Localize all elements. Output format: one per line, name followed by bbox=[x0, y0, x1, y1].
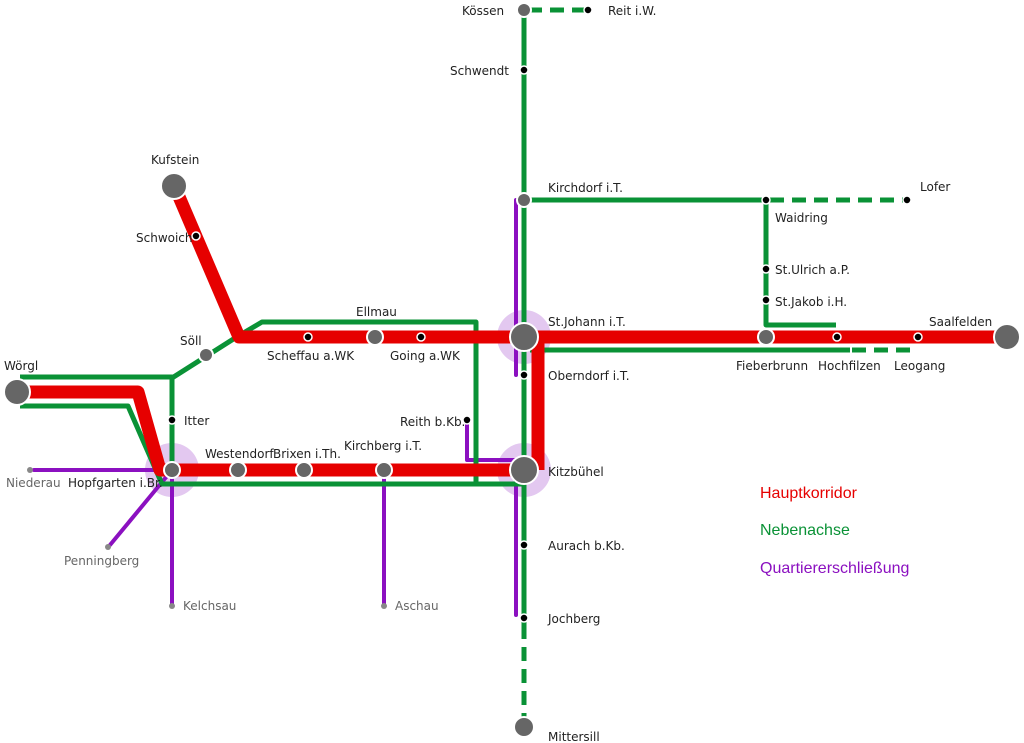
station-waidring[interactable] bbox=[761, 195, 771, 205]
station-aurach[interactable] bbox=[519, 540, 529, 550]
label-niederau: Niederau bbox=[6, 476, 61, 490]
label-penningberg: Penningberg bbox=[64, 554, 139, 568]
label-ellmau: Ellmau bbox=[356, 305, 397, 319]
label-schwendt: Schwendt bbox=[450, 64, 509, 78]
label-westendorf: Westendorf bbox=[205, 447, 274, 461]
label-fieberbrunn: Fieberbrunn bbox=[736, 359, 808, 373]
main-woergl-kitzbuehel bbox=[18, 385, 524, 477]
station-aschau[interactable] bbox=[381, 603, 387, 609]
station-lofer[interactable] bbox=[902, 195, 912, 205]
station-oberndorf[interactable] bbox=[519, 370, 529, 380]
station-niederau[interactable] bbox=[27, 467, 33, 473]
legend-secondary: Nebenachse bbox=[760, 522, 850, 539]
station-westendorf[interactable] bbox=[229, 461, 247, 479]
label-hochfilzen: Hochfilzen bbox=[818, 359, 881, 373]
legend-local: Quartiererschließung bbox=[760, 560, 909, 577]
station-labels: Kössen Reit i.W. Schwendt Kirchdorf i.T.… bbox=[4, 4, 992, 743]
station-reith[interactable] bbox=[462, 415, 472, 425]
sec-woergl-upper bbox=[20, 374, 175, 470]
station-reit[interactable] bbox=[583, 5, 593, 15]
legend-main: Hauptkorridor bbox=[760, 485, 858, 502]
label-reit: Reit i.W. bbox=[608, 4, 657, 18]
label-st-ulrich: St.Ulrich a.P. bbox=[775, 263, 850, 277]
station-going[interactable] bbox=[416, 332, 426, 342]
station-jochberg[interactable] bbox=[519, 613, 529, 623]
label-itter: Itter bbox=[184, 414, 209, 428]
label-lofer: Lofer bbox=[920, 180, 950, 194]
station-mittersill[interactable] bbox=[513, 716, 535, 738]
label-kelchsau: Kelchsau bbox=[183, 599, 236, 613]
label-st-johann: St.Johann i.T. bbox=[548, 315, 626, 329]
legend: Hauptkorridor Nebenachse Quartiererschli… bbox=[760, 485, 909, 577]
label-oberndorf: Oberndorf i.T. bbox=[548, 369, 630, 383]
station-ellmau[interactable] bbox=[366, 328, 384, 346]
station-kelchsau[interactable] bbox=[169, 603, 175, 609]
station-st-jakob[interactable] bbox=[761, 295, 771, 305]
label-soell: Söll bbox=[180, 334, 202, 348]
station-kirchberg[interactable] bbox=[375, 461, 393, 479]
station-schwendt[interactable] bbox=[519, 65, 529, 75]
label-kirchberg: Kirchberg i.T. bbox=[344, 439, 422, 453]
station-st-ulrich[interactable] bbox=[761, 264, 771, 274]
label-kufstein: Kufstein bbox=[151, 153, 199, 167]
label-kirchdorf: Kirchdorf i.T. bbox=[548, 181, 623, 195]
station-itter[interactable] bbox=[167, 415, 177, 425]
label-jochberg: Jochberg bbox=[547, 612, 600, 626]
label-waidring: Waidring bbox=[775, 211, 828, 225]
label-aschau: Aschau bbox=[395, 599, 439, 613]
label-brixen: Brixen i.Th. bbox=[273, 447, 341, 461]
label-leogang: Leogang bbox=[894, 359, 945, 373]
station-hochfilzen[interactable] bbox=[832, 332, 842, 342]
station-saalfelden-stop[interactable] bbox=[913, 332, 923, 342]
station-fieberbrunn[interactable] bbox=[757, 328, 775, 346]
station-woergl[interactable] bbox=[3, 378, 31, 406]
label-woergl: Wörgl bbox=[4, 359, 38, 373]
station-st-johann[interactable] bbox=[509, 322, 539, 352]
station-soell[interactable] bbox=[198, 347, 214, 363]
sec-soell-ellmau-kitzbuehel bbox=[170, 319, 479, 484]
label-saalfelden: Saalfelden bbox=[929, 315, 992, 329]
label-koessen: Kössen bbox=[462, 4, 504, 18]
station-kufstein[interactable] bbox=[160, 172, 188, 200]
label-aurach: Aurach b.Kb. bbox=[548, 539, 625, 553]
station-schwoich[interactable] bbox=[191, 231, 201, 241]
label-reith: Reith b.Kb. bbox=[400, 415, 465, 429]
station-kitzbuehel[interactable] bbox=[509, 455, 539, 485]
station-koessen[interactable] bbox=[516, 2, 532, 18]
label-mittersill: Mittersill bbox=[548, 730, 600, 743]
label-hopfgarten: Hopfgarten i.Br. bbox=[68, 476, 163, 490]
label-st-jakob: St.Jakob i.H. bbox=[775, 295, 847, 309]
label-going: Going a.WK bbox=[390, 349, 461, 363]
label-schwoich: Schwoich bbox=[136, 231, 193, 245]
station-scheffau[interactable] bbox=[303, 332, 313, 342]
stations bbox=[3, 2, 1021, 738]
station-brixen[interactable] bbox=[295, 461, 313, 479]
sec-woergl-lower bbox=[20, 403, 522, 487]
sec-waidring-stjakob bbox=[763, 200, 836, 328]
station-penningberg[interactable] bbox=[105, 544, 111, 550]
station-hopfgarten[interactable] bbox=[163, 461, 181, 479]
station-kirchdorf[interactable] bbox=[516, 192, 532, 208]
station-saalfelden[interactable] bbox=[993, 323, 1021, 351]
label-scheffau: Scheffau a.WK bbox=[267, 349, 355, 363]
local-line-reith bbox=[465, 418, 518, 462]
label-kitzbuehel: Kitzbühel bbox=[548, 465, 604, 479]
